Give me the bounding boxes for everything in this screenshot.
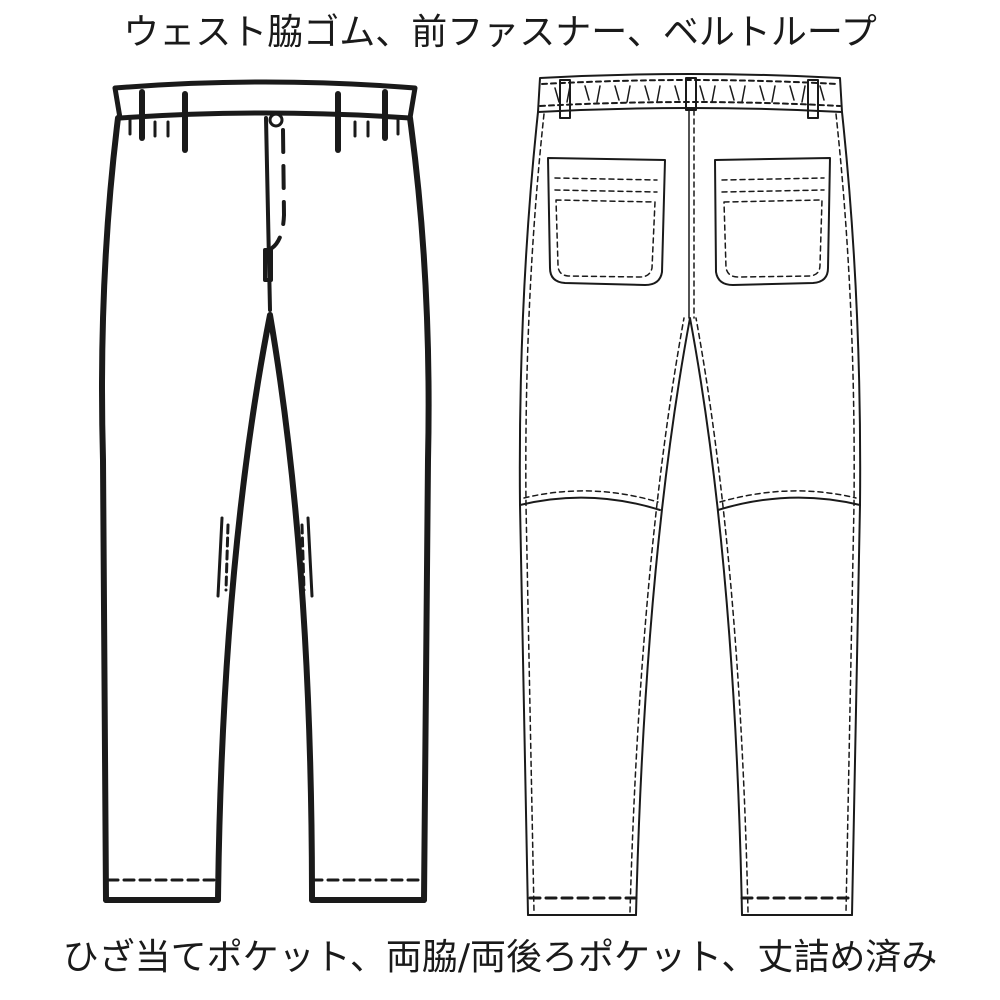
front-belt-loops [139, 89, 388, 153]
back-left-outseam-stitch [525, 113, 545, 913]
pants-front-view [99, 79, 432, 903]
back-right-outseam [841, 111, 862, 916]
back-waistband-stitching [539, 79, 841, 107]
back-right-pocket [714, 157, 831, 286]
bottom-caption: ひざ当てポケット、両脇/両後ろポケット、丈詰め済み [62, 937, 938, 978]
back-right-outseam-stitch [835, 113, 855, 913]
front-inseam [215, 312, 315, 903]
front-button [268, 112, 284, 128]
front-waistband [112, 79, 418, 121]
back-inseam [635, 317, 743, 916]
back-left-pocket [547, 157, 666, 286]
front-elastic-gathers [128, 118, 400, 138]
front-right-outseam [407, 115, 432, 903]
back-knee-patch-seams [519, 490, 861, 511]
back-left-outseam [518, 111, 539, 916]
back-inseam-stitch [629, 317, 749, 913]
pants-back-view [518, 73, 862, 916]
front-fly-tab [263, 248, 273, 282]
front-fly-stitch [270, 128, 286, 250]
back-belt-loops [559, 77, 819, 119]
front-left-outseam [99, 115, 121, 903]
back-elastic-gathers [554, 85, 825, 103]
top-caption: ウェスト脇ゴム、前ファスナー、ベルトループ [123, 12, 877, 53]
front-knee-pocket-openings [216, 516, 314, 598]
back-center-seam [688, 109, 695, 319]
